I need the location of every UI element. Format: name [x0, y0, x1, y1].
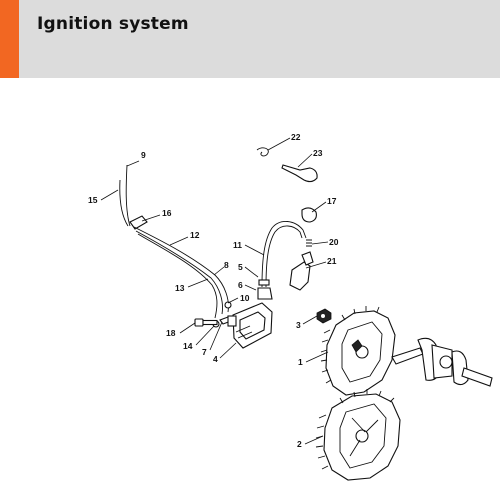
callout-labels: 9 15 16 12 8 13 11 5 6 10 18 14 7 4 3 1 … — [88, 132, 339, 449]
part-cable-12 — [133, 226, 229, 315]
page-title: Ignition system — [37, 14, 189, 34]
part-ht-lead-11 — [261, 221, 307, 288]
callout-21: 21 — [327, 256, 337, 266]
part-terminal-10 — [224, 301, 232, 309]
callout-9: 9 — [141, 150, 146, 160]
callout-22: 22 — [291, 132, 301, 142]
ignition-system-diagram: 9 15 16 12 8 13 11 5 6 10 18 14 7 4 3 1 … — [88, 132, 493, 481]
part-clip-16 — [129, 215, 148, 230]
callout-16: 16 — [162, 208, 172, 218]
part-clip-22 — [256, 147, 269, 157]
callout-10: 10 — [240, 293, 250, 303]
header-accent-bar — [0, 0, 19, 78]
part-plug-cap-23 — [281, 164, 318, 183]
callout-23: 23 — [313, 148, 323, 158]
callout-11: 11 — [233, 240, 242, 250]
part-nut-3 — [316, 308, 332, 324]
callout-13: 13 — [175, 283, 185, 293]
leader-lines — [100, 137, 329, 445]
part-flywheel-1 — [320, 306, 396, 396]
callout-12: 12 — [190, 230, 200, 240]
callout-7: 7 — [202, 347, 207, 357]
callout-1: 1 — [298, 357, 303, 367]
part-boot-6 — [257, 287, 273, 300]
callout-14: 14 — [183, 341, 193, 351]
callout-17: 17 — [327, 196, 337, 206]
callout-8: 8 — [224, 260, 229, 270]
callout-5: 5 — [238, 262, 243, 272]
callout-20: 20 — [329, 237, 339, 247]
page-header: Ignition system — [0, 0, 500, 78]
part-cable-8 — [137, 233, 218, 319]
part-screw-18 — [194, 318, 218, 327]
part-grommet-5 — [258, 279, 270, 286]
part-wire-9-15 — [119, 164, 131, 227]
callout-4: 4 — [213, 354, 218, 364]
callout-2: 2 — [297, 439, 302, 449]
part-flywheel-2 — [315, 389, 401, 481]
callout-3: 3 — [296, 320, 301, 330]
part-spring-20 — [306, 239, 312, 247]
part-crankshaft — [391, 337, 493, 387]
part-ignition-module-4 — [227, 302, 273, 349]
callout-15: 15 — [88, 195, 98, 205]
callout-6: 6 — [238, 280, 243, 290]
callout-18: 18 — [166, 328, 176, 338]
part-plug-boot-21 — [289, 251, 314, 291]
